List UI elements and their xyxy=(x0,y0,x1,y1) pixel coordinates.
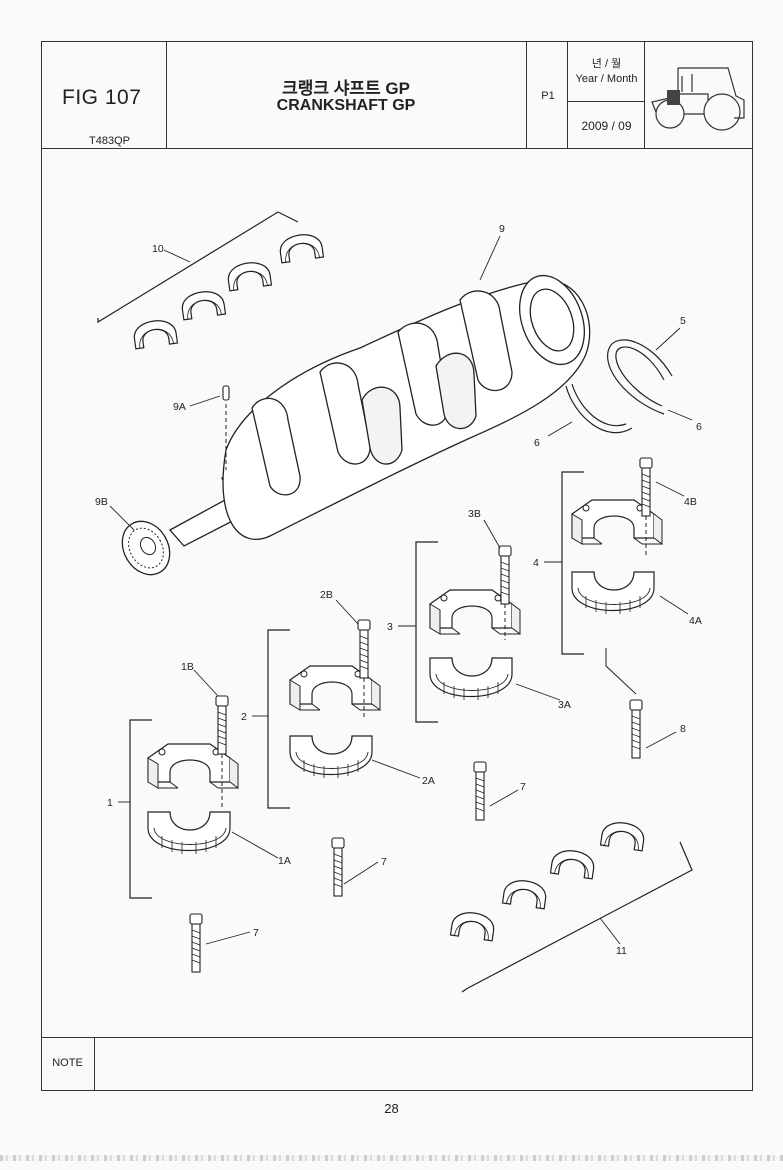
note-divider xyxy=(94,1037,95,1091)
bearing-cap-group-3 xyxy=(415,541,521,821)
callout-4a: 4A xyxy=(689,615,702,627)
page-title-korean: 크랭크 샤프트 GP xyxy=(282,79,410,98)
callout-1: 1 xyxy=(107,797,113,809)
callout-4: 4 xyxy=(533,557,539,569)
callout-7: 7 xyxy=(520,781,526,793)
bearing-cap-group-1 xyxy=(129,695,239,973)
model-code: T483QP xyxy=(89,135,130,147)
callout-7: 7 xyxy=(381,856,387,868)
scan-artifact xyxy=(0,1155,783,1161)
page-number: 28 xyxy=(384,1101,399,1116)
callout-3: 3 xyxy=(387,621,393,633)
bearing-set-lower xyxy=(449,819,693,993)
year-month-label-korean: 년 / 월 xyxy=(591,58,622,70)
crankshaft-gear xyxy=(121,520,171,576)
header-divider xyxy=(644,41,645,149)
header-divider xyxy=(567,41,568,149)
callout-2: 2 xyxy=(241,711,247,723)
bearing-cap-group-4 xyxy=(561,457,663,759)
callout-3a: 3A xyxy=(558,699,571,711)
page-title: CRANKSHAFT GP xyxy=(276,97,416,114)
callout-6: 6 xyxy=(534,437,540,449)
note-box xyxy=(41,1037,753,1091)
header-block xyxy=(41,41,753,149)
callout-11: 11 xyxy=(616,945,627,957)
dowel-pin xyxy=(222,385,230,470)
page-frame xyxy=(41,41,753,1091)
callout-10: 10 xyxy=(152,243,164,255)
callout-5: 5 xyxy=(680,315,686,327)
thrust-washers xyxy=(565,339,673,434)
callout-9: 9 xyxy=(499,223,505,235)
note-label: NOTE xyxy=(52,1057,83,1069)
leader-lines xyxy=(109,235,693,945)
header-divider xyxy=(526,41,527,149)
callout-2b: 2B xyxy=(320,589,333,601)
bearing-cap-group-2 xyxy=(267,619,381,897)
tractor-icon xyxy=(651,67,745,131)
callout-9b: 9B xyxy=(95,496,108,508)
callout-labels: 10 9 5 6 6 9A 9B 4B 4 4A 3B 3 3A 2B 2 2A… xyxy=(95,223,702,957)
callout-3b: 3B xyxy=(468,508,481,520)
callout-8: 8 xyxy=(680,723,686,735)
callout-1a: 1A xyxy=(278,855,291,867)
crankshaft xyxy=(168,274,591,547)
callout-2a: 2A xyxy=(422,775,435,787)
callout-1b: 1B xyxy=(181,661,194,673)
date-divider xyxy=(568,101,645,102)
year-month-label: Year / Month xyxy=(575,73,638,85)
callout-6: 6 xyxy=(696,421,702,433)
figure-number: FIG 107 xyxy=(62,86,142,109)
bearing-set-upper xyxy=(97,211,325,350)
callout-9a: 9A xyxy=(173,401,186,413)
callout-4b: 4B xyxy=(684,496,697,508)
page-code: P1 xyxy=(541,90,555,102)
issue-date: 2009 / 09 xyxy=(581,119,632,133)
callout-7: 7 xyxy=(253,927,259,939)
header-divider xyxy=(166,41,167,149)
